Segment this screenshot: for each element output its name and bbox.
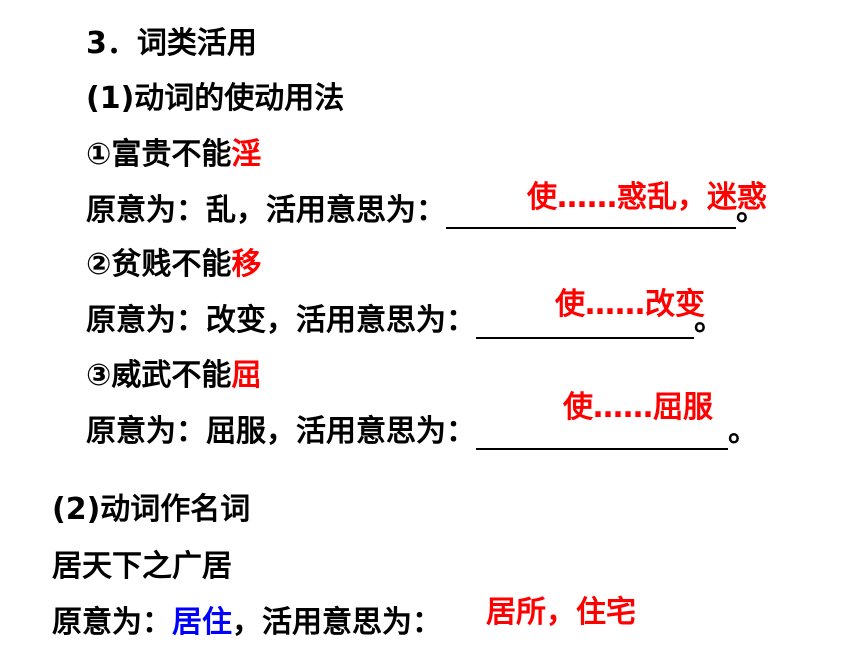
causative-item-2-answer: 使……改变: [555, 287, 705, 322]
highlight-char: 屈: [231, 358, 262, 393]
verb-as-noun-phrase: 居天下之广居: [52, 549, 232, 584]
highlight-char: 淫: [231, 137, 262, 172]
causative-item-3-phrase: ③威武不能屈: [86, 358, 261, 394]
highlight-word: 居住: [172, 605, 232, 640]
causative-item-2-phrase: ②贫贱不能移: [86, 247, 261, 283]
explain-prefix: 原意为：改变，活用意思为：: [86, 303, 476, 338]
explain-middle: ，活用意思为：: [232, 605, 442, 640]
answer-blank: [446, 197, 736, 229]
phrase-prefix: ①富贵不能: [86, 137, 232, 172]
verb-as-noun-answer: 居所，住宅: [486, 595, 636, 630]
phrase-prefix: ②贫贱不能: [86, 247, 232, 282]
causative-item-3-explain: 原意为：屈服，活用意思为： 。: [86, 414, 758, 450]
highlight-char: 移: [231, 247, 262, 282]
explain-suffix: 。: [736, 193, 766, 228]
causative-item-2-explain: 原意为：改变，活用意思为： 。: [86, 303, 724, 339]
section-title: 3．词类活用: [86, 26, 257, 61]
phrase-prefix: ③威武不能: [86, 358, 232, 393]
causative-heading: (1)动词的使动用法: [86, 81, 345, 116]
causative-item-1-phrase: ①富贵不能淫: [86, 137, 261, 173]
explain-prefix: 原意为：: [52, 605, 172, 640]
verb-as-noun-explain: 原意为：居住，活用意思为：: [52, 605, 442, 641]
verb-as-noun-heading: (2)动词作名词: [52, 492, 251, 527]
explain-suffix: 。: [694, 303, 724, 338]
causative-item-3-answer: 使……屈服: [563, 390, 713, 425]
explain-prefix: 原意为：乱，活用意思为：: [86, 193, 446, 228]
causative-item-1-answer: 使……惑乱，迷惑: [527, 180, 767, 215]
explain-suffix: 。: [728, 414, 758, 449]
answer-blank: [476, 418, 728, 450]
answer-blank: [476, 307, 694, 339]
explain-prefix: 原意为：屈服，活用意思为：: [86, 414, 476, 449]
causative-item-1-explain: 原意为：乱，活用意思为： 。: [86, 193, 766, 229]
